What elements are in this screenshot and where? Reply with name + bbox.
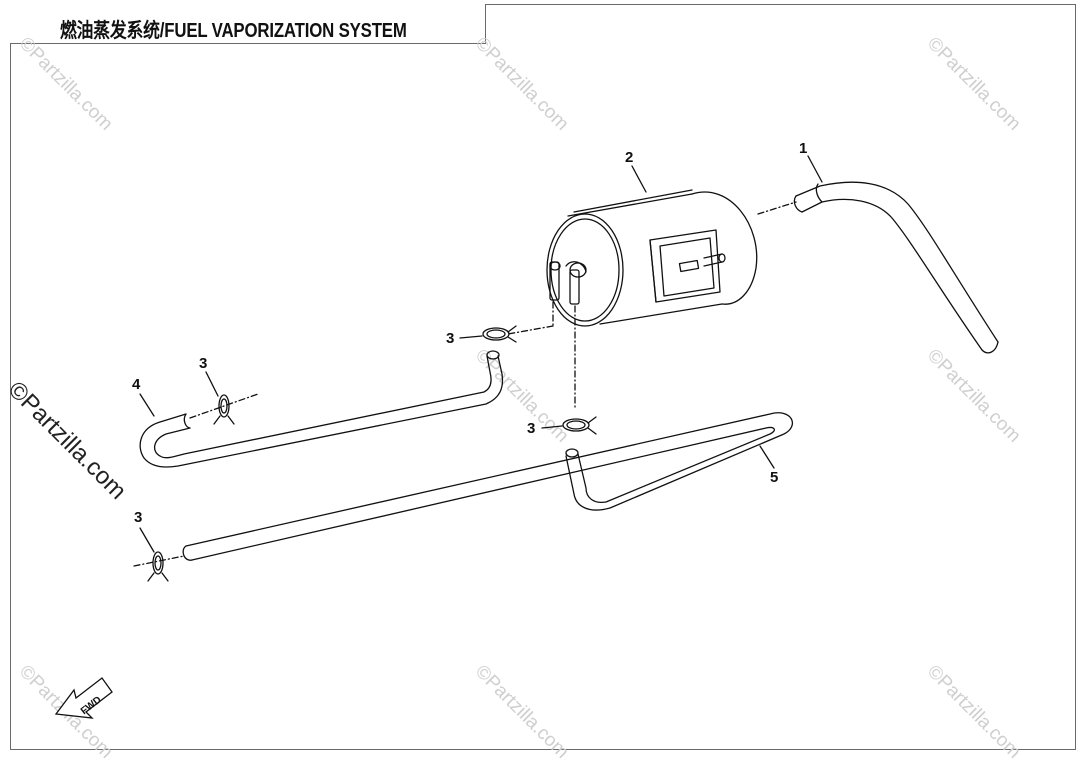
callout-part-3: 3	[134, 509, 142, 526]
hose-clamp-part-3	[213, 394, 235, 425]
forward-arrow-icon: FWD	[54, 677, 113, 719]
leader-line	[459, 335, 483, 339]
callout-part-4: 4	[132, 376, 141, 393]
leader-line	[541, 425, 563, 429]
vapor-hose-part-4	[139, 350, 504, 468]
page-title: 燃油蒸发系统/FUEL VAPORIZATION SYSTEM	[60, 20, 407, 42]
callout-part-5: 5	[770, 469, 778, 486]
leader-line	[139, 393, 155, 417]
title-box: 燃油蒸发系统/FUEL VAPORIZATION SYSTEM	[10, 4, 486, 44]
callout-part-3: 3	[199, 355, 207, 372]
vapor-hose-part-5	[133, 412, 794, 567]
hose-clamp-part-3	[482, 325, 517, 343]
leader-line	[807, 155, 823, 183]
vent-hose-part-1	[757, 181, 999, 354]
leader-line	[631, 165, 647, 193]
callout-part-3: 3	[446, 330, 454, 347]
callout-part-3: 3	[527, 420, 535, 437]
leader-line	[139, 527, 155, 553]
hose-clamp-part-3	[562, 416, 597, 435]
leader-line	[205, 371, 219, 397]
hose-clamp-part-3	[147, 551, 169, 582]
diagram-frame	[10, 4, 1076, 750]
callout-part-2: 2	[625, 149, 633, 166]
callout-part-1: 1	[799, 140, 807, 157]
charcoal-canister-part-2	[507, 189, 758, 411]
leader-line	[759, 445, 775, 469]
